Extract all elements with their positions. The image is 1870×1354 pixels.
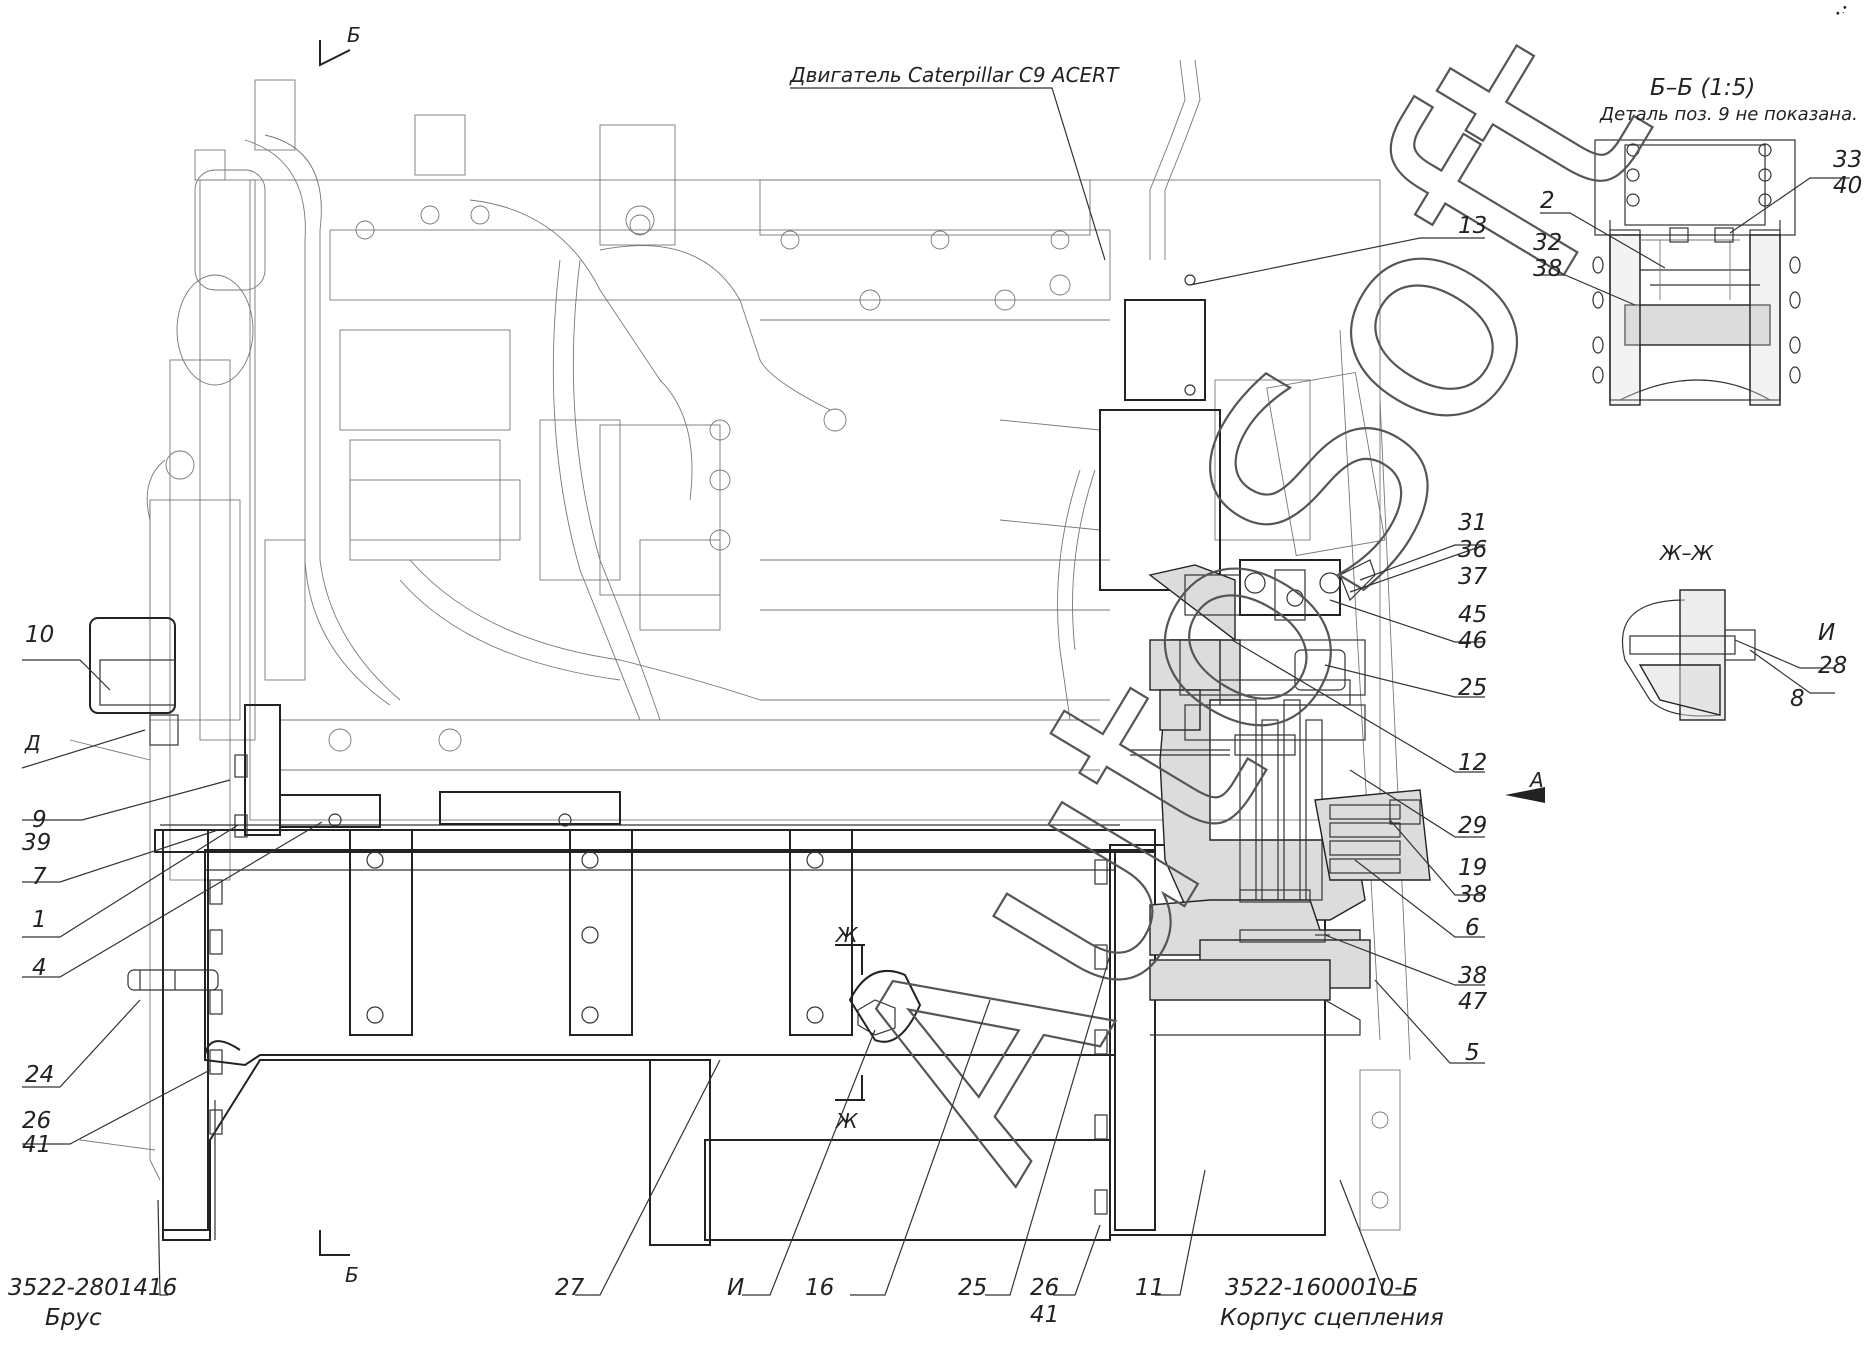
part-46: 46 bbox=[1458, 628, 1487, 654]
part-33: 33 bbox=[1833, 147, 1862, 173]
part-19: 19 bbox=[1458, 855, 1487, 881]
brus-code: 3522-2801416 bbox=[8, 1275, 177, 1301]
clutch-section bbox=[1130, 559, 1431, 1036]
label-group: Двигатель Caterpillar C9 ACERT Б–Б (1:5)… bbox=[8, 23, 1862, 1331]
section-bb-title: Б–Б (1:5) bbox=[1650, 75, 1755, 101]
housing-code: 3522-1600010-Б bbox=[1225, 1275, 1418, 1301]
part-41-bottom: 41 bbox=[1030, 1302, 1059, 1328]
mark-zh-top: Ж bbox=[834, 923, 859, 947]
part-25-bottom: 25 bbox=[958, 1275, 987, 1301]
part-7: 7 bbox=[32, 864, 47, 890]
housing-name: Корпус сцепления bbox=[1220, 1305, 1444, 1331]
part-36: 36 bbox=[1458, 537, 1487, 563]
part-16: 16 bbox=[805, 1275, 834, 1301]
mark-i: И bbox=[1818, 620, 1835, 646]
section-bb-view bbox=[1592, 139, 1801, 406]
part-38-a: 38 bbox=[1458, 882, 1487, 908]
brus-name: Брус bbox=[45, 1305, 102, 1331]
part-29: 29 bbox=[1458, 813, 1487, 839]
part-24: 24 bbox=[25, 1062, 54, 1088]
part-1: 1 bbox=[32, 907, 47, 933]
engine-label: Двигатель Caterpillar C9 ACERT bbox=[789, 63, 1120, 87]
part-9: 9 bbox=[32, 807, 47, 833]
part-8: 8 bbox=[1790, 686, 1805, 712]
part-31: 31 bbox=[1458, 510, 1487, 536]
part-5: 5 bbox=[1465, 1040, 1480, 1066]
mark-d: Д bbox=[24, 731, 41, 755]
part-27: 27 bbox=[555, 1275, 585, 1301]
part-28: 28 bbox=[1818, 653, 1847, 679]
part-12: 12 bbox=[1458, 750, 1487, 776]
mark-a-view: А bbox=[1528, 768, 1544, 792]
engine-outline bbox=[69, 59, 1411, 1231]
part-32: 32 bbox=[1533, 230, 1562, 256]
part-38-c: 38 bbox=[1533, 256, 1562, 282]
corner-mark: •.• bbox=[1833, 2, 1852, 20]
section-markers bbox=[319, 40, 1545, 1256]
part-26-bottom: 26 bbox=[1030, 1275, 1059, 1301]
part-4: 4 bbox=[32, 955, 47, 981]
part-41-left: 41 bbox=[22, 1132, 51, 1158]
part-10: 10 bbox=[25, 622, 54, 648]
part-40: 40 bbox=[1833, 173, 1862, 199]
watermark-text: AutoSoft bbox=[785, 0, 1715, 1224]
beam-bracket-assembly bbox=[89, 274, 1326, 1246]
part-45: 45 bbox=[1458, 602, 1487, 628]
section-bb-note: Деталь поз. 9 не показана. bbox=[1599, 104, 1858, 125]
part-25-right: 25 bbox=[1458, 675, 1487, 701]
part-38-b: 38 bbox=[1458, 963, 1487, 989]
part-6: 6 bbox=[1465, 915, 1480, 941]
part-2: 2 bbox=[1540, 188, 1555, 214]
part-13: 13 bbox=[1458, 213, 1487, 239]
mark-b-top: Б bbox=[347, 23, 361, 47]
section-zhzh-title: Ж–Ж bbox=[1658, 541, 1715, 565]
part-i: И bbox=[727, 1275, 744, 1301]
mark-zh-bottom: Ж bbox=[834, 1109, 859, 1133]
part-39: 39 bbox=[22, 830, 51, 856]
leader-lines bbox=[21, 87, 1850, 1296]
part-26-left: 26 bbox=[22, 1108, 51, 1134]
part-11: 11 bbox=[1135, 1275, 1164, 1301]
mark-b-bottom: Б bbox=[345, 1263, 359, 1287]
part-47: 47 bbox=[1458, 989, 1488, 1015]
section-zhzh-view bbox=[1621, 589, 1756, 721]
part-37: 37 bbox=[1458, 564, 1488, 590]
